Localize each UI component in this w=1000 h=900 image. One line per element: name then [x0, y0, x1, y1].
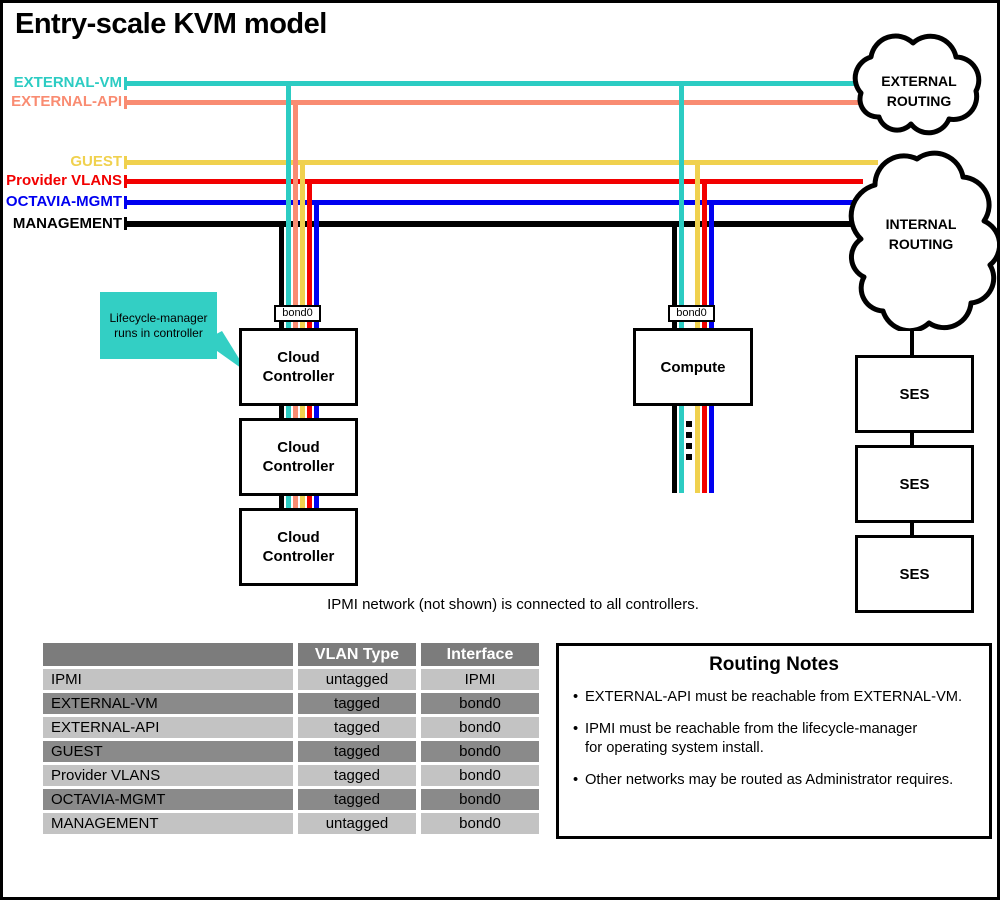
- ellipsis-dot: [686, 432, 692, 438]
- routing-note-item: • EXTERNAL-API must be reachable from EX…: [573, 689, 963, 705]
- cell-vlan-type: untagged: [298, 813, 416, 834]
- table-header-interface: Interface: [421, 643, 539, 666]
- table-row: OCTAVIA-MGMT tagged bond0: [43, 789, 539, 810]
- cell-network: EXTERNAL-VM: [43, 693, 293, 714]
- drop-guest-compute: [695, 160, 700, 493]
- cell-network: MANAGEMENT: [43, 813, 293, 834]
- bullet-icon: •: [573, 721, 579, 737]
- cell-vlan-type: tagged: [298, 693, 416, 714]
- routing-note-item: • Other networks may be routed as Admini…: [573, 772, 954, 788]
- cell-network: GUEST: [43, 741, 293, 762]
- ipmi-note: IPMI network (not shown) is connected to…: [327, 596, 699, 613]
- table-header-vlan-type: VLAN Type: [298, 643, 416, 666]
- ellipsis-dot: [686, 454, 692, 460]
- external-routing-cloud: [852, 33, 982, 136]
- label-external-api: EXTERNAL-API: [11, 93, 122, 110]
- bond0-label-compute: bond0: [668, 305, 715, 322]
- cell-network: IPMI: [43, 669, 293, 690]
- drop-external-vm-compute: [679, 81, 684, 493]
- lifecycle-callout: Lifecycle-manager runs in controller: [100, 292, 217, 359]
- ses-node-2: SES: [855, 445, 974, 523]
- bullet-icon: •: [573, 689, 579, 705]
- connector-ses1-ses2: [910, 433, 914, 445]
- line-external-api: [125, 100, 860, 105]
- table-row: IPMI untagged IPMI: [43, 669, 539, 690]
- vlan-table: VLAN Type Interface IPMI untagged IPMI E…: [43, 643, 539, 837]
- table-header-row: VLAN Type Interface: [43, 643, 539, 666]
- table-row: MANAGEMENT untagged bond0: [43, 813, 539, 834]
- drop-external-vm-controller: [286, 81, 291, 513]
- label-management: MANAGEMENT: [12, 215, 122, 232]
- cell-interface: IPMI: [421, 669, 539, 690]
- compute-node: Compute: [633, 328, 753, 406]
- cloud-controller-3: Cloud Controller: [239, 508, 358, 586]
- internal-routing-cloud: [848, 150, 997, 331]
- label-guest: GUEST: [70, 153, 122, 170]
- table-row: EXTERNAL-VM tagged bond0: [43, 693, 539, 714]
- cell-vlan-type: tagged: [298, 789, 416, 810]
- line-guest: [125, 160, 878, 165]
- external-routing-label: EXTERNAL ROUTING: [881, 73, 957, 109]
- cell-interface: bond0: [421, 741, 539, 762]
- line-management: [125, 221, 863, 227]
- cloud-controller-1: Cloud Controller: [239, 328, 358, 406]
- cell-vlan-type: tagged: [298, 741, 416, 762]
- line-octavia-mgmt: [125, 200, 858, 205]
- label-provider-vlans: Provider VLANS: [6, 172, 122, 189]
- ses-node-3: SES: [855, 535, 974, 613]
- cell-interface: bond0: [421, 693, 539, 714]
- line-external-vm: [125, 81, 865, 86]
- table-header-network: [43, 643, 293, 666]
- cell-vlan-type: tagged: [298, 717, 416, 738]
- label-external-vm: EXTERNAL-VM: [13, 74, 122, 91]
- bullet-icon: •: [573, 772, 579, 788]
- routing-note-item: • IPMI must be reachable from the lifecy…: [573, 721, 918, 756]
- cell-network: EXTERNAL-API: [43, 717, 293, 738]
- cell-vlan-type: untagged: [298, 669, 416, 690]
- page-title: Entry-scale KVM model: [15, 8, 327, 40]
- cell-network: Provider VLANS: [43, 765, 293, 786]
- cell-interface: bond0: [421, 813, 539, 834]
- cell-interface: bond0: [421, 789, 539, 810]
- routing-notes-title: Routing Notes: [709, 654, 839, 675]
- label-octavia-mgmt: OCTAVIA-MGMT: [5, 193, 122, 210]
- ellipsis-dot: [686, 443, 692, 449]
- bond0-label-controller: bond0: [274, 305, 321, 322]
- table-row: GUEST tagged bond0: [43, 741, 539, 762]
- connector-cloud-ses1: [910, 318, 914, 355]
- ses-node-1: SES: [855, 355, 974, 433]
- cell-network: OCTAVIA-MGMT: [43, 789, 293, 810]
- cell-vlan-type: tagged: [298, 765, 416, 786]
- cell-interface: bond0: [421, 717, 539, 738]
- ellipsis-dot: [686, 421, 692, 427]
- routing-notes-box: Routing Notes • EXTERNAL-API must be rea…: [556, 643, 992, 839]
- cloud-controller-2: Cloud Controller: [239, 418, 358, 496]
- table-row: EXTERNAL-API tagged bond0: [43, 717, 539, 738]
- connector-ses2-ses3: [910, 523, 914, 535]
- routing-notes-list: • EXTERNAL-API must be reachable from EX…: [559, 676, 989, 790]
- cell-interface: bond0: [421, 765, 539, 786]
- line-provider-vlans: [125, 179, 863, 184]
- internal-routing-label: INTERNAL ROUTING: [885, 216, 957, 252]
- table-row: Provider VLANS tagged bond0: [43, 765, 539, 786]
